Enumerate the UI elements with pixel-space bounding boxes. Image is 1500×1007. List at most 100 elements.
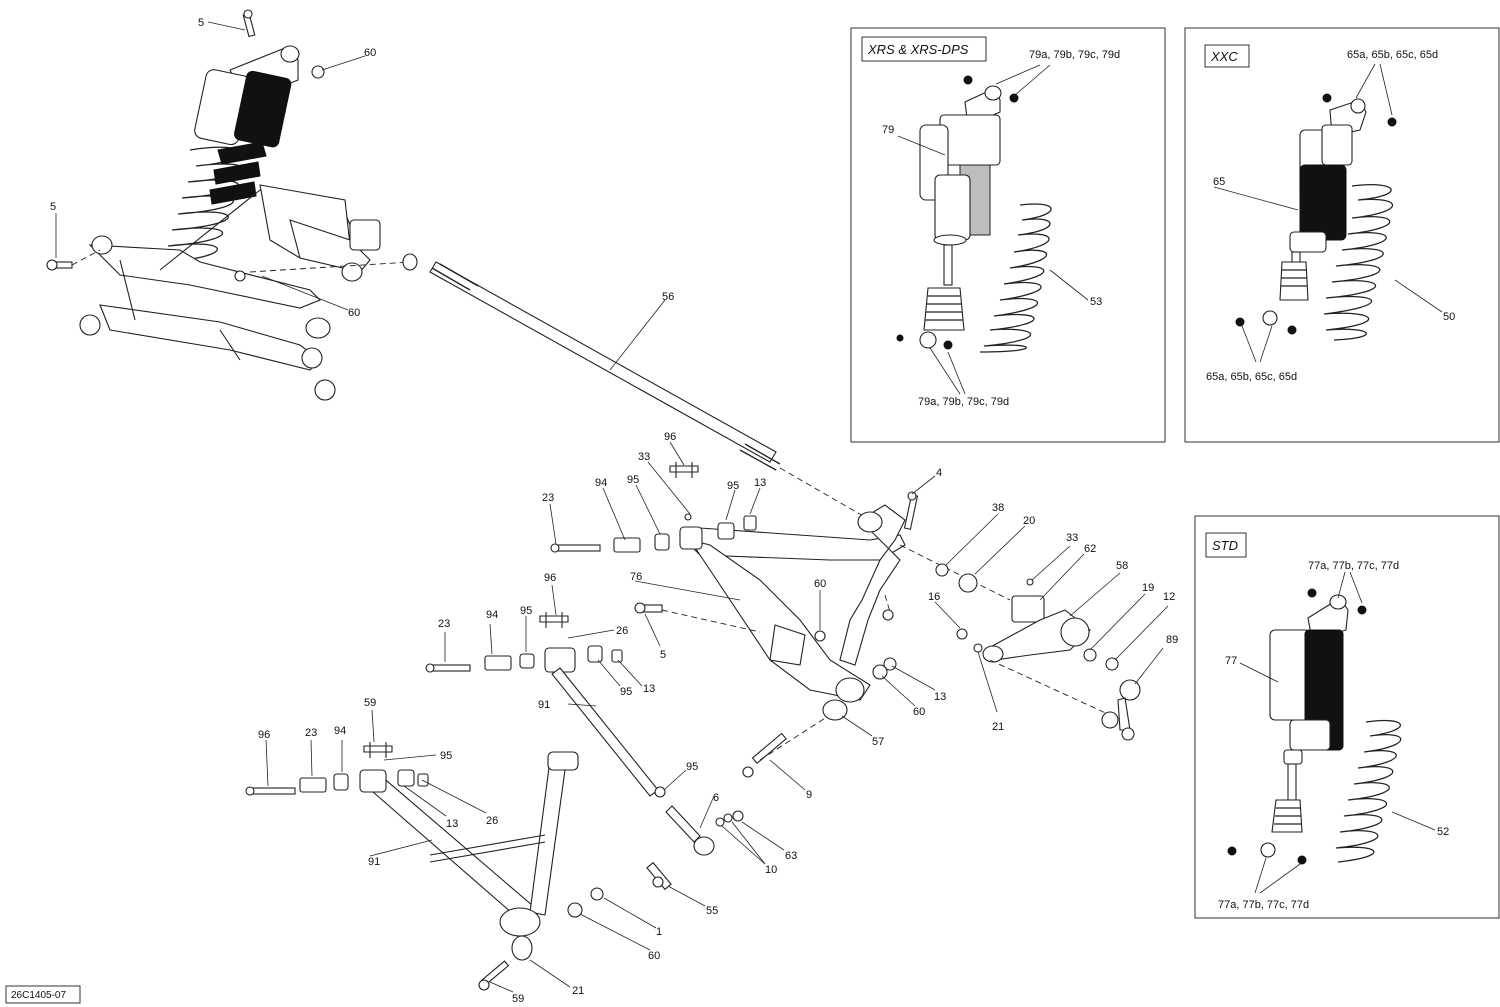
bushing-59-lower: [511, 935, 533, 961]
callout-label: 21: [572, 985, 584, 997]
toe-link-63: [665, 805, 744, 856]
shaft-56: [429, 261, 781, 471]
callout-label: 19: [1142, 582, 1154, 594]
ring-21-center: [872, 664, 888, 680]
bolt-1: [646, 861, 672, 891]
callout-label: 26: [486, 815, 498, 827]
callout-label: 60: [348, 307, 360, 319]
callout-label: 96: [664, 431, 676, 443]
callout-label: 95: [440, 750, 452, 762]
inset-title-xrs: XRS & XRS-DPS: [867, 42, 969, 57]
nut-13-center: [882, 609, 894, 621]
callout-label: 13: [446, 818, 458, 830]
callout-label: 23: [542, 492, 554, 504]
bolt-5-left: [46, 259, 73, 271]
callout-label: 94: [486, 609, 498, 621]
washer-56-end: [402, 253, 418, 271]
ring-19: [1083, 648, 1097, 662]
bushing-row-top: [550, 462, 757, 553]
callout-label: 13: [643, 683, 655, 695]
xxc-spring-callout: 50: [1443, 311, 1455, 323]
callout-label: 60: [814, 578, 826, 590]
xxc-bottom-callout: 65a, 65b, 65c, 65d: [1206, 371, 1297, 383]
callout-label: 20: [1023, 515, 1035, 527]
xrs-shock-absorber: [896, 75, 1019, 350]
callout-label: 21: [992, 721, 1004, 733]
rocker-58: [982, 609, 1091, 663]
inset-frame-xxc: [1184, 27, 1500, 443]
callout-label: 95: [686, 761, 698, 773]
callout-label: 95: [727, 480, 739, 492]
callout-label: 12: [1163, 591, 1175, 603]
callout-label: 5: [50, 201, 56, 213]
reference-box: [5, 985, 81, 1004]
ring-38: [935, 563, 949, 577]
callout-label: 13: [934, 691, 946, 703]
callout-label: 5: [198, 17, 204, 29]
nut-16: [956, 628, 968, 640]
inset-title-box-xrs: [861, 36, 987, 62]
inset-frame-std: [1194, 515, 1500, 919]
lower-a-arm-55: [364, 751, 579, 937]
nut-60-lower: [590, 887, 604, 901]
link-rod-57: [551, 667, 666, 798]
callout-label: 26: [616, 625, 628, 637]
callout-label: 13: [754, 477, 766, 489]
callout-label: 95: [627, 474, 639, 486]
callout-label: 23: [438, 618, 450, 630]
xxc-spring: [1323, 184, 1393, 341]
callout-label: 76: [630, 571, 642, 583]
reference-number: 26C1405-07: [11, 990, 66, 1001]
callout-label: 33: [1066, 532, 1078, 544]
nut-60-top: [311, 65, 325, 79]
main-shock-spring-assembly: [165, 45, 300, 263]
swing-arm-76: [678, 504, 906, 703]
inset-title-box-xxc: [1204, 44, 1250, 68]
callout-label: 94: [334, 725, 346, 737]
nut-12: [1105, 657, 1119, 671]
callout-label: 58: [1116, 560, 1128, 572]
callout-label: 60: [913, 706, 925, 718]
callout-label: 10: [765, 864, 777, 876]
xrs-spring: [979, 203, 1052, 353]
std-top-callout: 77a, 77b, 77c, 77d: [1308, 560, 1399, 572]
ring-20: [958, 573, 978, 593]
xxc-shock-absorber: [1235, 93, 1397, 335]
callout-label: 60: [364, 47, 376, 59]
inset-title-box-std: [1205, 532, 1247, 558]
callout-label: 57: [872, 736, 884, 748]
bolt-4: [903, 491, 919, 530]
callout-label: 23: [305, 727, 317, 739]
bushing-block-62: [1011, 578, 1045, 623]
xrs-top-callout: 79a, 79b, 79c, 79d: [1029, 49, 1120, 61]
callout-label: 96: [258, 729, 270, 741]
bushing-row-middle: [425, 612, 623, 673]
std-spring: [1335, 719, 1402, 863]
bushing-row-bottom: [245, 742, 429, 796]
inset-title-std: STD: [1212, 538, 1238, 553]
callout-label: 33: [638, 451, 650, 463]
bolt-5-center: [634, 602, 663, 614]
bushing-59-center: [822, 699, 848, 721]
callout-label: 59: [364, 697, 376, 709]
xrs-bottom-callout: 79a, 79b, 79c, 79d: [918, 396, 1009, 408]
callout-label: 96: [544, 572, 556, 584]
bolt-6-center: [742, 732, 787, 778]
callout-label: 63: [785, 850, 797, 862]
link-89: [1101, 679, 1141, 741]
callout-label: 16: [928, 591, 940, 603]
std-shock-callout: 77: [1225, 655, 1237, 667]
std-bottom-callout: 77a, 77b, 77c, 77d: [1218, 899, 1309, 911]
callout-label: 91: [538, 699, 550, 711]
callout-label: 62: [1084, 543, 1096, 555]
bolt-5-top: [242, 9, 256, 38]
xxc-top-callout: 65a, 65b, 65c, 65d: [1347, 49, 1438, 61]
callout-label: 56: [662, 291, 674, 303]
callout-label: 55: [706, 905, 718, 917]
callout-label: 9: [806, 789, 812, 801]
std-spring-callout: 52: [1437, 826, 1449, 838]
washer-91: [973, 643, 983, 653]
inset-frame-xrs: [850, 27, 1166, 443]
std-shock-absorber: [1227, 588, 1367, 865]
